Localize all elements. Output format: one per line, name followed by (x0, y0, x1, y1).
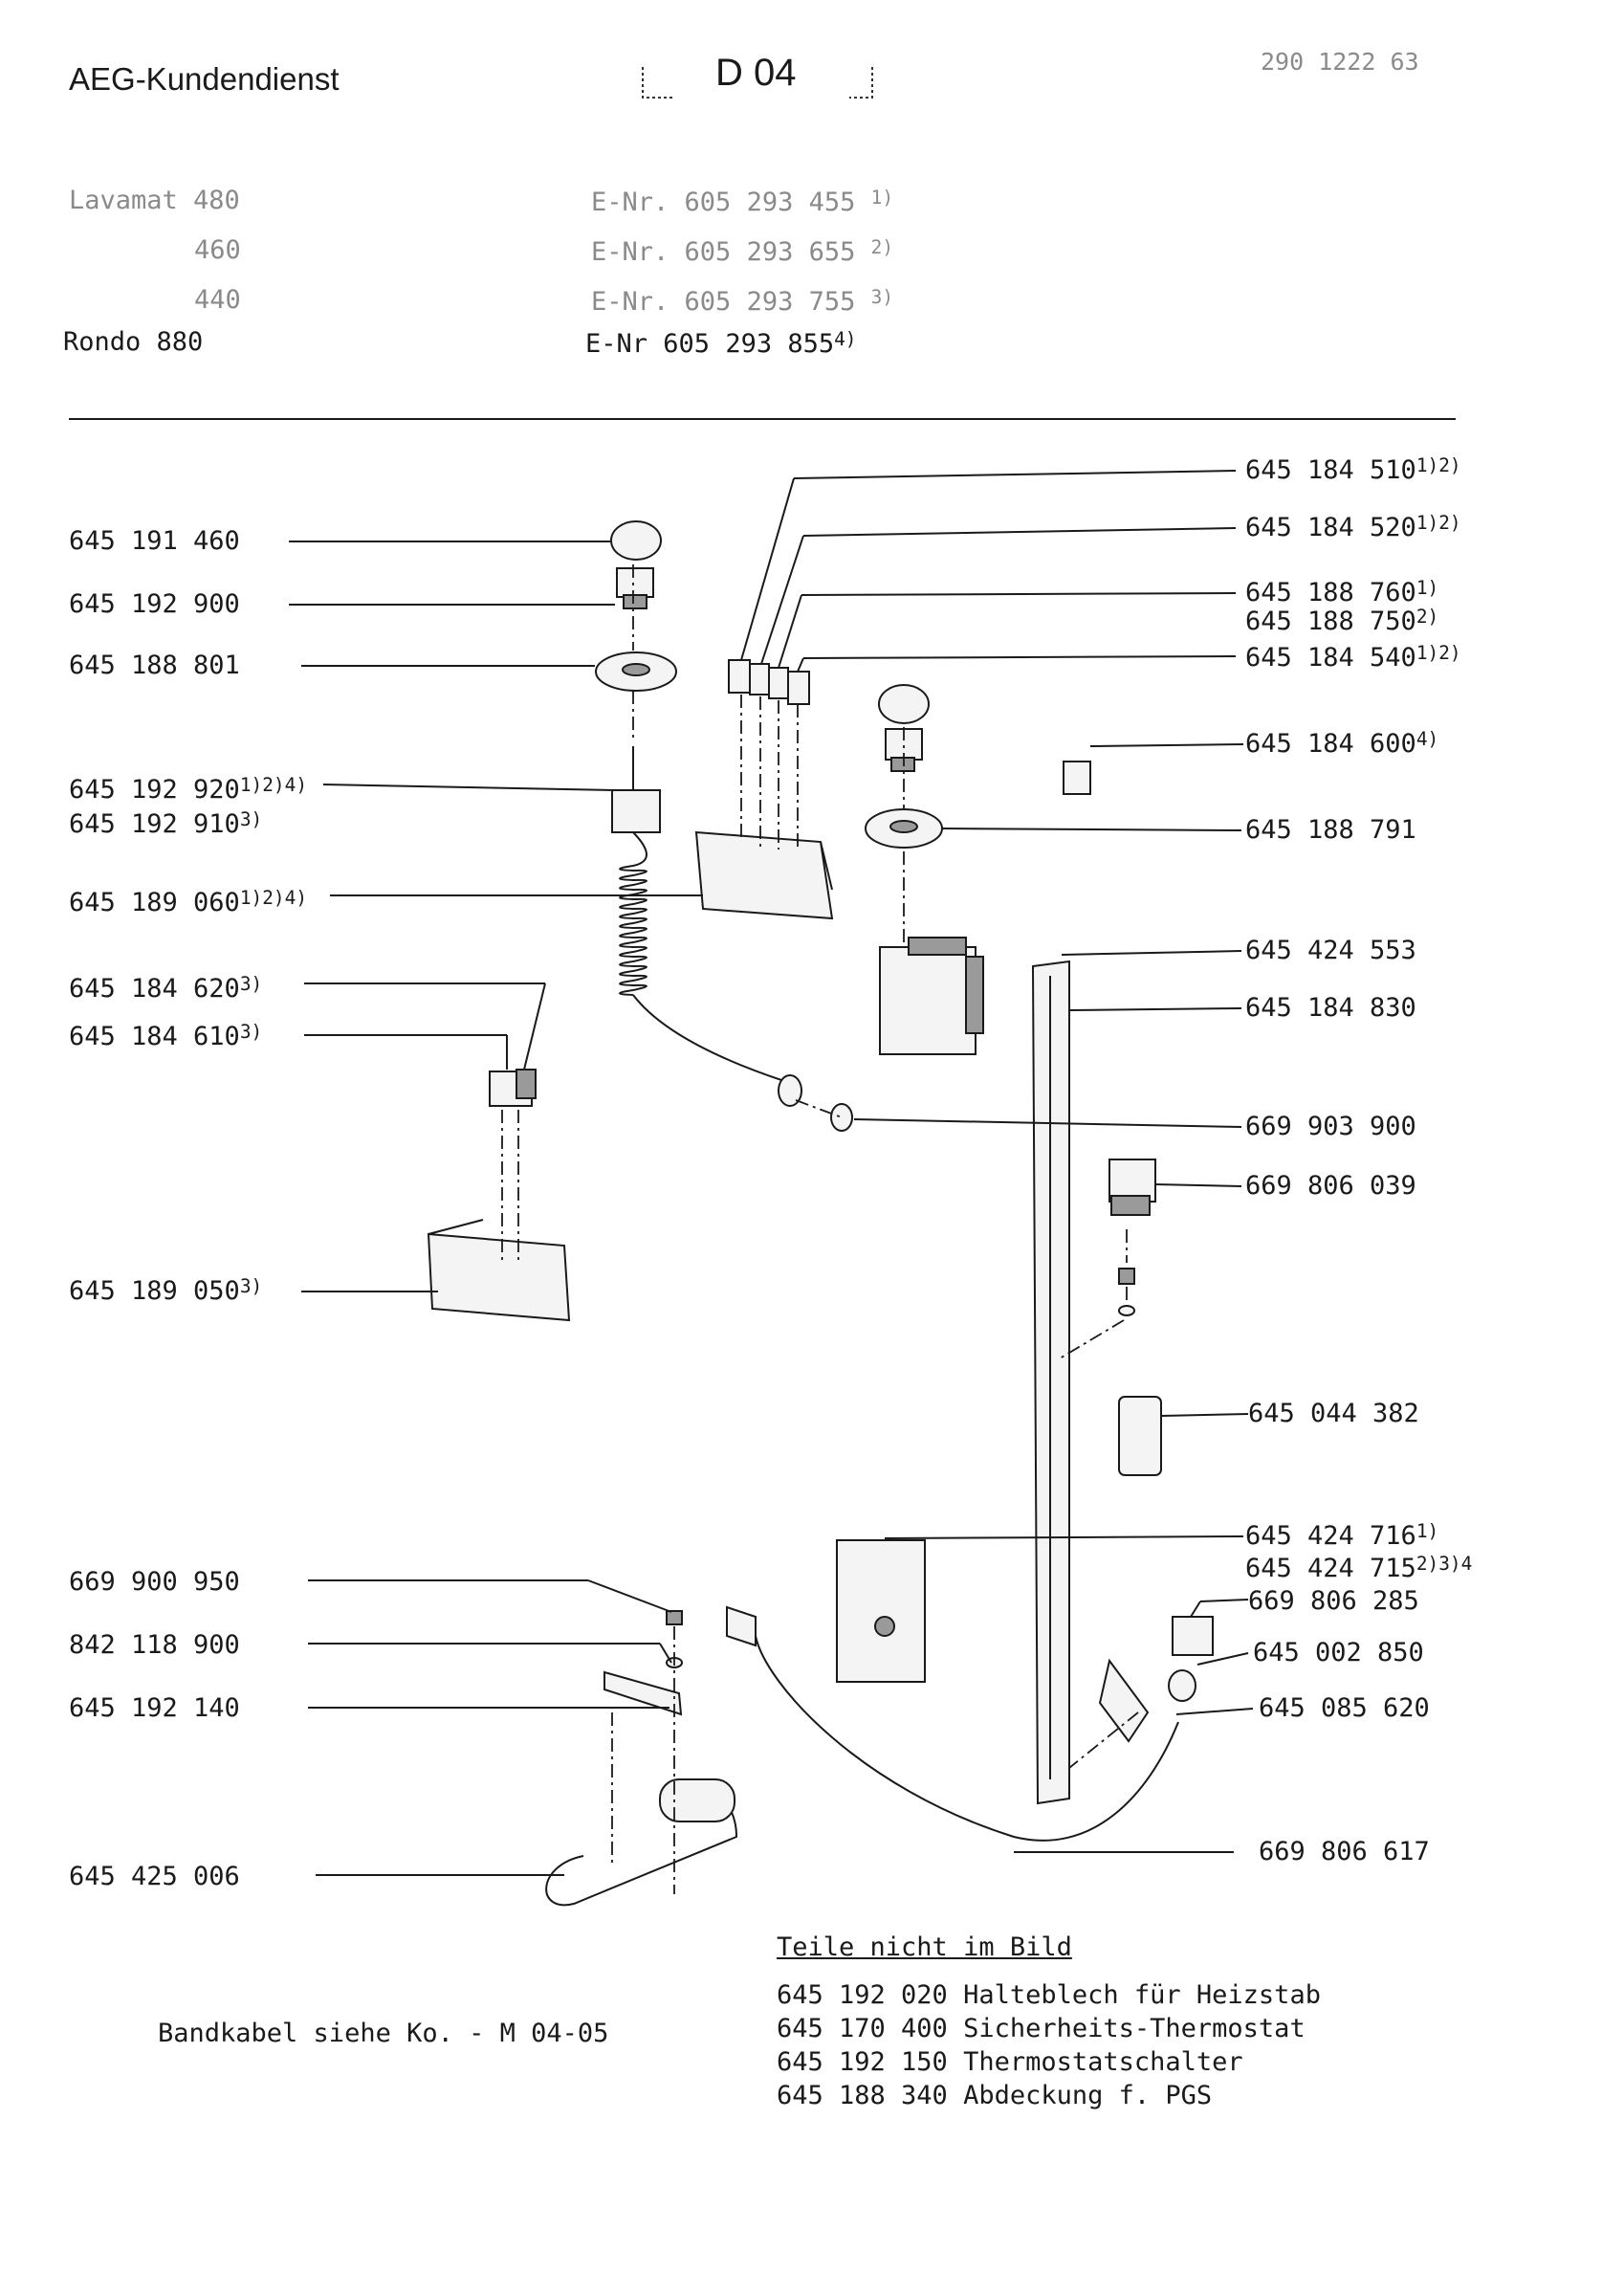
part-number: 669 903 900 (1245, 1112, 1416, 1141)
model-enr: E-Nr. 605 293 455 1) (591, 187, 894, 217)
part-number: 645 192 9201)2)4) (69, 774, 308, 805)
model-enr: E-Nr. 605 293 655 2) (591, 236, 894, 267)
part-number: 645 002 850 (1253, 1638, 1424, 1667)
model-enr: E-Nr 605 293 8554) (585, 328, 857, 359)
part-number: 645 044 382 (1248, 1399, 1419, 1428)
part-number: 842 118 900 (69, 1630, 240, 1660)
part-number: 669 806 039 (1245, 1171, 1416, 1201)
knob-shaft (617, 568, 653, 608)
rosette-right (866, 809, 942, 848)
part-number: 645 192 900 (69, 589, 240, 619)
list-item: 645 188 340 Abdeckung f. PGS (777, 2081, 1213, 2110)
part-number: 645 188 7601) (1245, 577, 1439, 607)
part-number: 645 184 5201)2) (1245, 512, 1461, 542)
part-number: 645 189 0601)2)4) (69, 887, 308, 917)
part-number: 645 085 620 (1259, 1693, 1430, 1723)
model-name: 440 (194, 285, 241, 315)
part-number: 669 900 950 (69, 1567, 240, 1597)
leader-lines-right (741, 471, 1253, 1852)
part-number: 645 188 7502) (1245, 606, 1439, 636)
mounting-bracket (1033, 961, 1069, 1803)
interference-filter (1109, 1159, 1155, 1215)
rosette-ring (596, 652, 676, 691)
part-number: 645 189 0503) (69, 1275, 263, 1306)
model-name: Rondo 880 (63, 327, 204, 357)
terminal-block (1173, 1617, 1213, 1655)
part-number: 645 184 6004) (1245, 728, 1439, 759)
part-number: 645 184 6203) (69, 973, 263, 1004)
nut-washer (1119, 1269, 1134, 1315)
strain-relief (1100, 1661, 1196, 1741)
selector-switch (612, 746, 660, 832)
list-item: 645 192 020 Halteblech für Heizstab (777, 1980, 1321, 2010)
spiral-spring (620, 832, 647, 995)
model-name: 460 (194, 235, 241, 265)
leader-lines-left (289, 541, 703, 1875)
push-button-bank (696, 660, 832, 918)
heating-element (546, 1779, 736, 1905)
list-item: 645 170 400 Sicherheits-Thermostat (777, 2014, 1306, 2043)
part-number: 645 188 801 (69, 651, 240, 680)
part-number: 645 191 460 (69, 526, 240, 556)
part-number: 645 188 791 (1245, 815, 1416, 845)
part-number: 645 424 7161) (1245, 1520, 1439, 1551)
timer-motor (880, 938, 983, 1054)
not-pictured-title: Teile nicht im Bild (777, 1932, 1072, 1962)
part-number: 645 184 6103) (69, 1021, 263, 1051)
washer-a (779, 1075, 801, 1106)
header-brackets (643, 67, 872, 98)
power-cord-plug (727, 1607, 1178, 1841)
model-name: Lavamat 480 (69, 186, 240, 215)
washer-b (831, 1104, 852, 1131)
section-code: D 04 (715, 52, 797, 94)
part-number: 669 806 285 (1248, 1586, 1419, 1616)
bowden-cable (633, 995, 784, 1081)
company-title: AEG-Kundendienst (69, 61, 340, 97)
knob-cap (611, 521, 661, 560)
knob-cap-right (879, 685, 929, 723)
part-number: 645 192 140 (69, 1693, 240, 1723)
capacitor (1119, 1397, 1161, 1475)
list-item: 645 192 150 Thermostatschalter (777, 2047, 1243, 2077)
footnote: Bandkabel siehe Ko. - M 04-05 (158, 2019, 609, 2048)
switch-bracket-small (490, 1070, 536, 1106)
document-number: 290 1222 63 (1261, 48, 1419, 76)
part-number: 645 184 5401)2) (1245, 642, 1461, 673)
part-number: 645 425 006 (69, 1862, 240, 1891)
part-number: 669 806 617 (1259, 1837, 1430, 1866)
heater-clip (604, 1672, 681, 1714)
switch-holder-rail (428, 1220, 569, 1320)
part-number: 645 424 7152)3)4 (1245, 1553, 1473, 1583)
not-pictured-list: 645 192 020 Halteblech für Heizstab 645 … (777, 1982, 1321, 2108)
push-button-single (1064, 762, 1090, 794)
pressure-switch (837, 1540, 925, 1682)
part-number: 645 424 553 (1245, 936, 1416, 965)
part-number: 645 184 830 (1245, 993, 1416, 1023)
assembly-axes (502, 564, 1138, 1894)
part-number: 645 192 9103) (69, 808, 263, 839)
model-enr: E-Nr. 605 293 755 3) (591, 286, 894, 317)
part-number: 645 184 5101)2) (1245, 454, 1461, 485)
